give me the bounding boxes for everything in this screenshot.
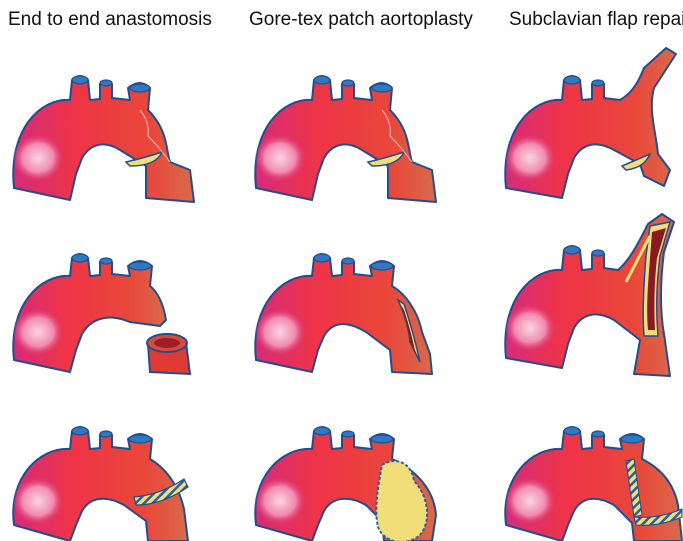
panel-gore-tex-step2: [242, 250, 472, 380]
panel-gore-tex-step1: [242, 70, 472, 210]
panel-end-to-end-step1: [0, 70, 230, 210]
panel-subclavian-step2: [494, 212, 683, 382]
panel-subclavian-step1: [494, 48, 683, 213]
column-title-end-to-end: End to end anastomosis: [8, 9, 212, 31]
panel-subclavian-step3: [494, 425, 683, 541]
column-title-subclavian: Subclavian flap repair: [509, 9, 683, 31]
panel-gore-tex-step3: [242, 425, 472, 541]
column-title-gore-tex: Gore-tex patch aortoplasty: [249, 9, 473, 31]
panel-end-to-end-step3: [0, 425, 230, 541]
panel-end-to-end-step2: [0, 250, 230, 380]
